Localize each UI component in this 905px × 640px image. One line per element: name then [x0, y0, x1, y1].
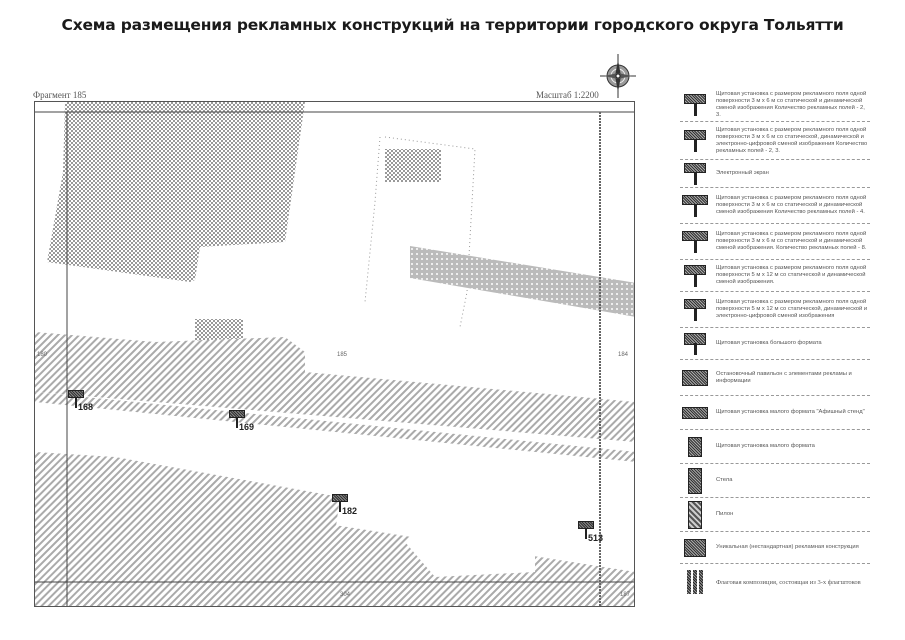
- neighbor-fragment-bottom[interactable]: 304: [340, 592, 351, 598]
- legend-item: Щитовая установка с размером рекламного …: [680, 224, 870, 260]
- billboard-3x6-static-dynamic-icon: [684, 93, 706, 116]
- legend-item: Щитовая установка с размером рекламного …: [680, 260, 870, 292]
- marker-label: 513: [588, 533, 604, 543]
- billboard-3x6-digital-icon: [684, 129, 706, 152]
- legend-item: Уникальная (нестандартная) рекламная кон…: [680, 532, 870, 564]
- pylon-icon: [688, 500, 702, 529]
- stele-icon: [688, 467, 702, 494]
- legend-item: Остановочный павильон с элементами рекла…: [680, 360, 870, 396]
- legend-text: Щитовая установка малого формата "Афишны…: [716, 409, 865, 415]
- billboard-pole: [339, 502, 341, 512]
- neighbor-fragment-right[interactable]: 184: [618, 352, 629, 358]
- billboard-marker-513[interactable]: 513: [578, 521, 603, 543]
- legend-text: Щитовая установка с размером рекламного …: [716, 195, 867, 215]
- legend-text: Щитовая установка с размером рекламного …: [716, 265, 867, 285]
- billboard-pole: [585, 529, 587, 539]
- marker-label: 168: [78, 402, 94, 412]
- legend-item: Стела: [680, 464, 870, 498]
- legend-item: Щитовая установка с размером рекламного …: [680, 88, 870, 122]
- billboard-icon: [578, 521, 594, 529]
- billboard-5x12-static-dynamic-icon: [684, 264, 706, 287]
- legend-item: Электронный экран: [680, 160, 870, 188]
- billboard-icon: [229, 410, 245, 418]
- legend-text: Щитовая установка с размером рекламного …: [716, 90, 867, 118]
- legend-item: Флаговая композиция, состоящая из 3-х фл…: [680, 564, 870, 600]
- flag-composition-icon: [687, 570, 703, 594]
- electronic-screen-icon: [684, 162, 706, 185]
- legend-text: Стела: [716, 477, 733, 483]
- legend-text: Уникальная (нестандартная) рекламная кон…: [716, 544, 859, 550]
- billboard-3x6-4-fields-icon: [682, 194, 708, 217]
- legend-item: Щитовая установка малого формата "Афишны…: [680, 396, 870, 430]
- billboard-pole: [75, 398, 77, 408]
- legend-text: Щитовая установка большого формата: [716, 340, 822, 346]
- small-format-board-icon: [688, 436, 702, 457]
- marker-label: 169: [239, 422, 255, 432]
- map-fragment[interactable]: 180 185 184 304 187 168 169 182 513: [34, 101, 635, 607]
- legend-text: Щитовая установка с размером рекламного …: [716, 299, 868, 319]
- neighbor-fragment-left[interactable]: 180: [37, 352, 48, 358]
- billboard-marker-169[interactable]: 169: [229, 410, 254, 432]
- marker-label: 182: [342, 506, 358, 516]
- legend-text: Щитовая установка с размером рекламного …: [716, 126, 868, 154]
- billboard-icon: [332, 494, 348, 502]
- legend-item: Пилон: [680, 498, 870, 532]
- billboard-icon: [68, 390, 84, 398]
- neighbor-fragment-center: 185: [337, 352, 348, 358]
- billboard-pole: [236, 418, 238, 428]
- unique-construction-icon: [684, 538, 706, 557]
- billboard-marker-182[interactable]: 182: [332, 494, 357, 516]
- legend-item: Щитовая установка малого формата: [680, 430, 870, 464]
- legend-text: Пилон: [716, 511, 734, 517]
- billboard-5x12-digital-icon: [684, 298, 706, 321]
- legend-item: Щитовая установка с размером рекламного …: [680, 292, 870, 328]
- legend-text: Щитовая установка с размером рекламного …: [716, 231, 867, 251]
- neighbor-fragment-bottom-right[interactable]: 187: [620, 592, 631, 598]
- compass-rose-icon: [600, 54, 636, 98]
- page-title: Схема размещения рекламных конструкций н…: [61, 16, 844, 34]
- fragment-label: Фрагмент 185: [33, 90, 87, 100]
- scale-label: Масштаб 1:2200: [536, 90, 599, 100]
- legend-text: Электронный экран: [716, 170, 769, 176]
- large-format-billboard-icon: [684, 332, 706, 355]
- legend-item: Щитовая установка большого формата: [680, 328, 870, 360]
- billboard-marker-168[interactable]: 168: [68, 390, 93, 412]
- legend-text: Флаговая композиция, состоящая из 3-х фл…: [716, 578, 861, 586]
- small-format-city-format-icon: [682, 406, 708, 419]
- legend-item: Щитовая установка с размером рекламного …: [680, 188, 870, 224]
- legend-text: Щитовая установка малого формата: [716, 443, 815, 449]
- bus-stop-pavilion-icon: [682, 369, 708, 386]
- legend-item: Щитовая установка с размером рекламного …: [680, 122, 870, 160]
- billboard-3x6-8-fields-icon: [682, 230, 708, 253]
- legend: Щитовая установка с размером рекламного …: [680, 88, 870, 600]
- legend-text: Остановочный павильон с элементами рекла…: [716, 370, 852, 384]
